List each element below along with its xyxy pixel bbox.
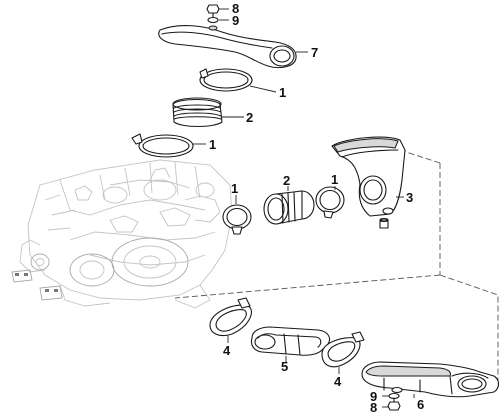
- lower-duct: [250, 326, 331, 356]
- clamp-lower-left: [209, 297, 252, 337]
- clamp-lower-right: [321, 331, 365, 368]
- clamp-upper-a: [199, 68, 253, 92]
- callout-washer-bottom: 9: [370, 389, 377, 404]
- sleeve-mid: [263, 190, 315, 225]
- clamp-upper-b: [131, 133, 194, 158]
- callout-clamp-lower-right: 4: [334, 374, 342, 389]
- upper-duct: [158, 25, 297, 69]
- reference-line-elbow: [399, 149, 441, 164]
- reference-line-diagonal: [174, 274, 441, 299]
- clamp-mid-left: [222, 204, 252, 235]
- callout-clamp-upper-b: 1: [209, 137, 216, 152]
- callout-lower-duct: 5: [281, 359, 288, 374]
- bolt-bottom: [387, 397, 401, 411]
- engine-illustration: [11, 159, 233, 309]
- intake-elbow: [331, 136, 406, 229]
- sleeve-upper: [172, 97, 223, 128]
- washer-top: [207, 16, 219, 24]
- callout-sleeve-mid: 2: [283, 173, 290, 188]
- reference-line-right: [439, 274, 499, 380]
- callout-bolt-top: 8: [232, 1, 239, 16]
- clamp-mid-right: [315, 186, 345, 219]
- callout-clamp-upper-a: 1: [279, 85, 286, 100]
- callout-intake-elbow: 3: [406, 190, 413, 205]
- callout-clamp-mid-right: 1: [331, 172, 338, 187]
- callout-clamp-mid-left: 1: [231, 181, 238, 196]
- bolt-top: [206, 4, 220, 19]
- callout-upper-duct: 7: [311, 45, 318, 60]
- callout-bolt-bottom: 8: [370, 400, 377, 415]
- callout-sleeve-upper: 2: [246, 110, 253, 125]
- callout-washer-top: 9: [232, 13, 239, 28]
- callout-clamp-lower-left: 4: [223, 343, 231, 358]
- callout-lower-housing: 6: [417, 397, 424, 412]
- lower-housing: [361, 361, 500, 398]
